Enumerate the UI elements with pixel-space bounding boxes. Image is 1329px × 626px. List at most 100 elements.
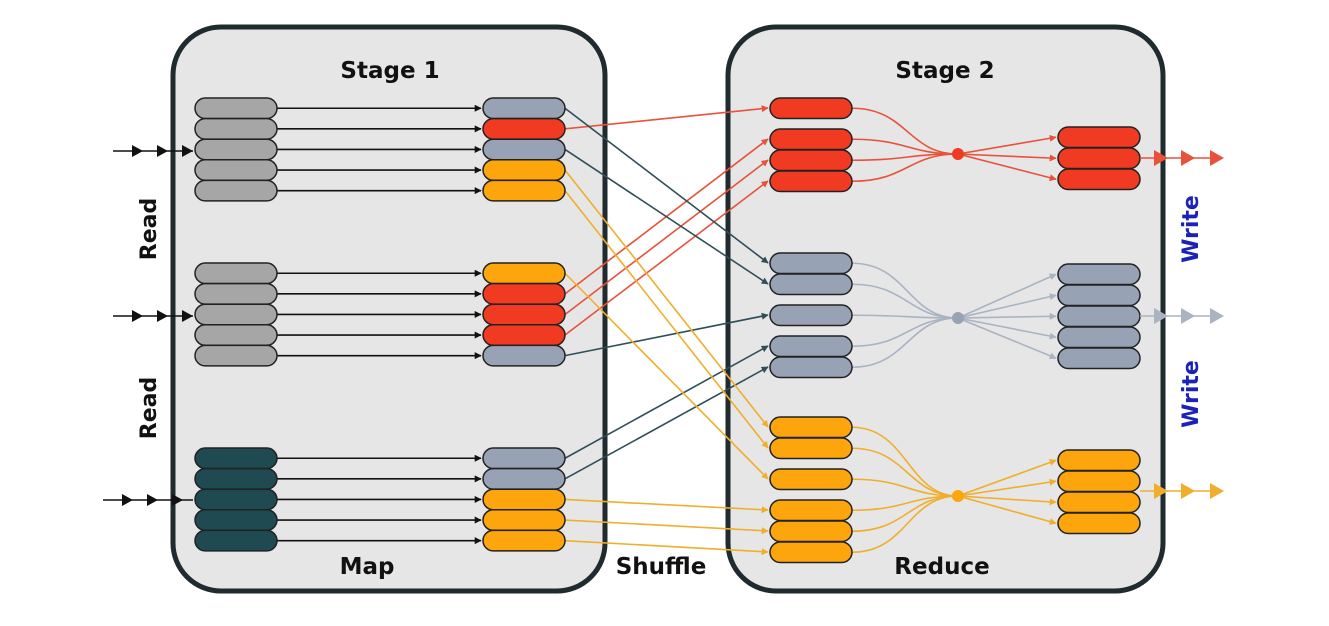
reduce-input-partition-orange — [769, 541, 853, 564]
read-arrow-head — [157, 310, 168, 322]
shuffle-label: Shuffle — [616, 554, 707, 580]
shuffle-line-slate — [564, 148, 769, 285]
shuffle-line-orange — [564, 169, 769, 428]
reduce-input-partition-red — [769, 128, 853, 151]
reduce-fan-line-slate — [957, 273, 1057, 319]
reduce-merge-point-orange — [952, 490, 964, 502]
reduce-merge-line-orange — [851, 447, 959, 497]
reduce-input-partition-orange — [769, 437, 853, 460]
write-arrow-head-orange — [1210, 483, 1224, 499]
map-input-partition — [194, 509, 278, 532]
reduce-label: Reduce — [894, 554, 989, 580]
map-output-partition-red — [482, 303, 566, 326]
write-arrow-head-red — [1181, 150, 1195, 166]
reduce-fan-line-orange — [957, 495, 1057, 525]
reduce-input-partition-orange — [769, 416, 853, 439]
write-arrow-head-orange — [1154, 483, 1168, 499]
map-input-partition — [194, 179, 278, 202]
shuffle-line-slate — [564, 312, 769, 357]
reduce-fan-line-red — [957, 153, 1057, 182]
map-output-partition-orange — [482, 488, 566, 511]
map-input-partition — [194, 488, 278, 511]
reduce-fan-line-orange — [957, 495, 1057, 506]
reduce-merge-line-red — [851, 153, 959, 183]
read-arrow-head — [132, 310, 143, 322]
write-label-top: Write — [1179, 195, 1204, 263]
reduce-input-partition-slate — [769, 252, 853, 275]
read-arrow-head — [132, 145, 143, 157]
reduce-output-partition-red — [1057, 147, 1141, 170]
reduce-input-partition-red — [769, 97, 853, 120]
map-input-partition — [194, 344, 278, 367]
reduce-merge-line-slate — [851, 314, 959, 319]
reduce-merge-point-slate — [952, 312, 964, 324]
map-input-partition — [194, 324, 278, 347]
reduce-merge-line-orange — [851, 426, 959, 497]
map-input-partition — [194, 529, 278, 552]
map-input-partition — [194, 138, 278, 161]
reduce-input-partition-red — [769, 170, 853, 193]
reduce-input-partition-slate — [769, 335, 853, 358]
map-output-partition-slate — [482, 138, 566, 161]
read-arrow-head — [122, 494, 133, 506]
reduce-input-partition-orange — [769, 520, 853, 543]
reduce-fan-line-slate — [957, 317, 1057, 360]
reduce-fan-line-orange — [957, 478, 1057, 497]
shuffle-line-slate — [564, 107, 769, 264]
map-output-partition-red — [482, 282, 566, 305]
read-arrow-head — [147, 494, 158, 506]
stage-1-title: Stage 1 — [340, 58, 439, 84]
read-arrow-head — [182, 145, 193, 157]
map-output-partition-slate — [482, 344, 566, 367]
reduce-fan-line-slate — [957, 317, 1057, 340]
write-arrow-head-red — [1154, 150, 1168, 166]
stage-2-title: Stage 2 — [895, 58, 994, 84]
read-arrow-head — [182, 310, 193, 322]
reduce-fan-line-red — [957, 153, 1057, 162]
map-output-partition-orange — [482, 262, 566, 285]
shuffle-line-red — [564, 180, 769, 336]
reduce-output-partition-orange — [1057, 470, 1141, 493]
reduce-input-partition-orange — [769, 499, 853, 522]
reduce-merge-point-red — [952, 148, 964, 160]
reduce-output-partition-slate — [1057, 263, 1141, 286]
map-label: Map — [340, 554, 395, 580]
read-arrow-head — [172, 494, 183, 506]
reduce-merge-line-orange — [851, 478, 959, 497]
reduce-fan-line-orange — [957, 459, 1057, 497]
reduce-merge-line-orange — [851, 495, 959, 554]
reduce-input-partition-slate — [769, 304, 853, 327]
map-input-partition — [194, 303, 278, 326]
read-arrow-head — [157, 145, 168, 157]
read-label-bottom: Read — [137, 377, 162, 439]
shuffle-line-slate — [564, 345, 769, 459]
reduce-output-partition-orange — [1057, 449, 1141, 472]
reduce-merge-line-slate — [851, 283, 959, 319]
reduce-input-partition-orange — [769, 468, 853, 491]
map-output-partition-orange — [482, 159, 566, 182]
map-input-partition — [194, 447, 278, 470]
reduce-fan-line-slate — [957, 312, 1057, 320]
connection-lines — [277, 104, 1057, 556]
map-output-partition-orange — [482, 509, 566, 532]
reduce-merge-line-red — [851, 107, 959, 155]
reduce-input-partition-slate — [769, 356, 853, 379]
reduce-input-partition-red — [769, 149, 853, 172]
write-arrow-head-slate — [1210, 308, 1224, 324]
reduce-output-partition-slate — [1057, 284, 1141, 307]
map-input-partition — [194, 97, 278, 120]
map-output-partition-slate — [482, 97, 566, 120]
map-input-partition — [194, 117, 278, 140]
shuffle-line-orange — [564, 498, 769, 514]
write-arrow-head-orange — [1181, 483, 1195, 499]
map-output-partition-red — [482, 117, 566, 140]
reduce-output-partition-red — [1057, 126, 1141, 149]
reduce-input-partition-slate — [769, 273, 853, 296]
shuffle-line-orange — [564, 272, 769, 480]
map-input-partition — [194, 467, 278, 490]
map-input-partition — [194, 159, 278, 182]
shuffle-line-orange — [564, 539, 769, 556]
reduce-output-partition-orange — [1057, 491, 1141, 514]
reduce-output-partition-slate — [1057, 326, 1141, 349]
